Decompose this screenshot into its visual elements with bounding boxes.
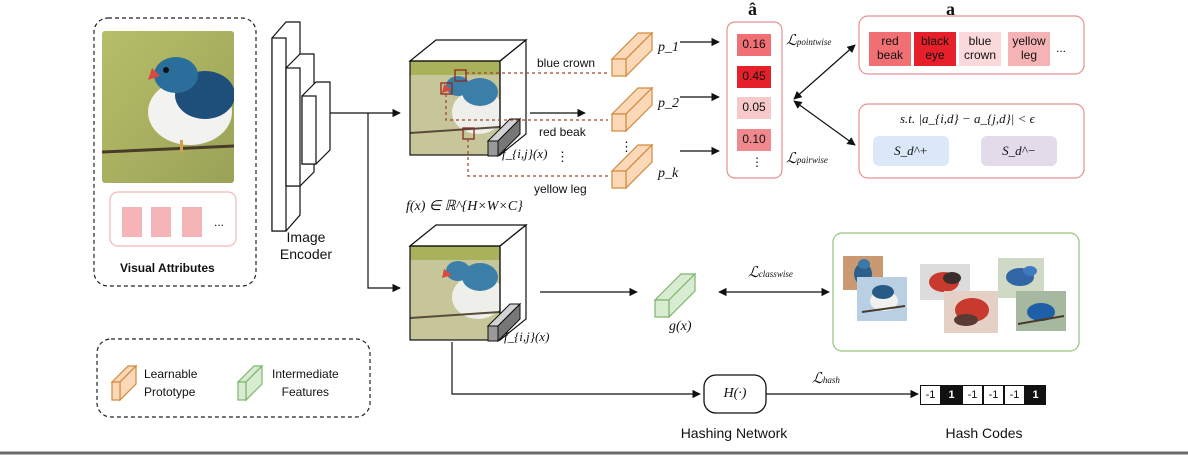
arrow-encoder-to-featuremap-lower	[367, 113, 401, 293]
prototype-label-k: p_k	[658, 166, 679, 181]
hash-codes-caption: Hash Codes	[945, 425, 1023, 441]
predicted-attributes-column	[726, 21, 783, 179]
classwise-examples-panel	[832, 232, 1080, 352]
legend-learnable-label: Learnable Prototype	[144, 367, 198, 399]
hash-bit-2: 1	[941, 385, 962, 405]
prototype-label-1: p_1	[658, 40, 679, 55]
loss-pointwise-subscript: pointwise	[796, 37, 832, 47]
loss-hash-label: ℒhash	[812, 371, 840, 387]
patch-feature-top: f_{i,j}(x)	[502, 146, 548, 161]
bird-thumbnail-2	[857, 277, 907, 321]
ground-truth-header: a	[946, 0, 955, 19]
loss-pairwise-subscript: pairwise	[796, 155, 828, 165]
score-cell-2: 0.45	[737, 66, 771, 88]
attribute-slots-ellipsis: ...	[214, 215, 225, 229]
legend-panel	[96, 338, 371, 418]
hashing-network-caption: Hashing Network	[680, 425, 788, 441]
gt-cell-red-beak: red beak	[869, 32, 911, 66]
loss-hash-subscript: hash	[822, 375, 840, 385]
gt-cell-black-eye: black eye	[914, 32, 956, 66]
pairwise-constraint-panel	[858, 103, 1085, 179]
score-cell-4: 0.10	[737, 129, 771, 151]
attribute-slot-3	[182, 207, 202, 237]
score-cell-3: 0.05	[737, 97, 771, 119]
arrow-to-hashing-network	[451, 342, 701, 399]
image-encoder-label: Image Encoder	[279, 229, 333, 262]
feature-map-cube-bottom	[408, 223, 528, 343]
negative-set-box: S_d^−	[981, 136, 1057, 166]
ground-truth-attributes-panel	[858, 15, 1085, 75]
attribute-link-blue-crown: blue crown	[537, 56, 596, 70]
gt-cell-yellow-leg: yellow leg	[1008, 32, 1050, 66]
hash-bit-5: -1	[1004, 385, 1025, 405]
arrows-prototypes-to-scores	[680, 37, 720, 156]
prototype-label-2: p_2	[658, 96, 679, 111]
loss-classwise-subscript: classwise	[758, 269, 793, 279]
bird-thumbnail-4	[944, 291, 998, 333]
attribute-slots	[109, 191, 237, 247]
loss-classwise-label: ℒclasswise	[748, 265, 793, 281]
dashed-links	[445, 72, 610, 177]
hash-bit-4: -1	[983, 385, 1004, 405]
intermediate-feature-label: g(x)	[669, 319, 692, 334]
attribute-link-red-beak: red beak	[539, 125, 586, 139]
prototype-box-k	[610, 143, 654, 190]
prototype-box-1	[610, 31, 654, 78]
feature-map-cube-top	[408, 38, 528, 158]
hash-bit-3: -1	[962, 385, 983, 405]
score-cell-1: 0.16	[737, 34, 771, 56]
positive-set-box: S_d^+	[873, 136, 949, 166]
legend-learnable-swatch	[110, 364, 138, 402]
visual-attributes-title: Visual Attributes	[120, 261, 215, 275]
pairwise-loss-arrow	[793, 100, 856, 146]
intermediate-feature-box	[653, 272, 697, 319]
hash-bit-1: -1	[920, 385, 941, 405]
visual-attributes-panel	[93, 17, 257, 287]
gt-cell-blue-crown: blue crown	[959, 32, 1001, 66]
feature-map-dots: ⋮	[556, 149, 569, 164]
attribute-link-yellow-leg: yellow leg	[534, 182, 587, 196]
predicted-attributes-header: â	[748, 0, 757, 19]
gt-ellipsis: ...	[1056, 41, 1067, 55]
hash-bit-6: 1	[1025, 385, 1046, 405]
bird-thumbnail-6	[1016, 291, 1066, 331]
patch-feature-label-top: f_{i,j}(x)	[502, 147, 547, 160]
bird-thumbnail-3	[920, 264, 970, 300]
prototype-box-2	[610, 86, 654, 133]
prototype-boxes	[610, 31, 654, 190]
hashing-network-symbol: H(·)	[723, 385, 747, 401]
legend-intermediate-label: Intermediate Features	[272, 367, 339, 399]
feature-map-formula: f(x) ∈ ℝ^{H×W×C}	[406, 199, 523, 214]
legend-intermediate-swatch	[236, 364, 264, 402]
attribute-slot-1	[122, 207, 142, 237]
patch-feature-label-bottom: f_{i,j}(x)	[504, 329, 550, 344]
image-encoder	[271, 21, 331, 232]
prototype-dots: ⋮	[620, 139, 633, 154]
attribute-slot-2	[151, 207, 171, 237]
pairwise-constraint-formula: s.t. |a_{i,d} − a_{j,d}| < ϵ	[900, 111, 1035, 126]
loss-pairwise-label: ℒpairwise	[786, 151, 828, 167]
score-dots: ⋮	[751, 155, 763, 169]
loss-pointwise-label: ℒpointwise	[786, 33, 832, 49]
bird-photo	[102, 31, 234, 183]
pointwise-loss-arrow	[793, 44, 856, 100]
